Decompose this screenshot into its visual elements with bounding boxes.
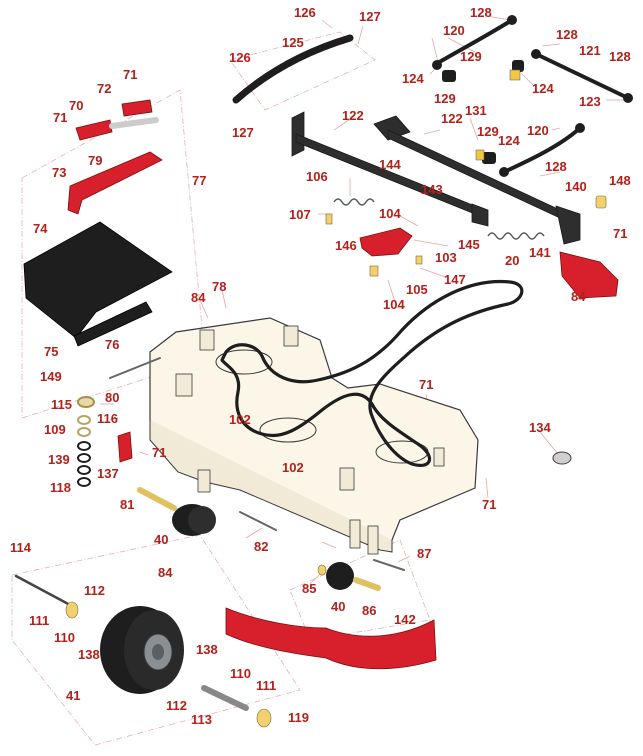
callout-77: 77 bbox=[192, 173, 207, 188]
callout-102: 102 bbox=[282, 460, 304, 475]
callout-104: 104 bbox=[379, 206, 401, 221]
callout-107: 107 bbox=[289, 207, 311, 222]
callout-120: 120 bbox=[527, 123, 549, 138]
callout-127: 127 bbox=[232, 125, 254, 140]
callout-20: 20 bbox=[505, 253, 520, 268]
callout-41: 41 bbox=[66, 688, 81, 703]
callout-87: 87 bbox=[417, 546, 432, 561]
callout-118: 118 bbox=[50, 480, 71, 495]
springs bbox=[333, 198, 545, 240]
callout-144: 144 bbox=[379, 157, 401, 172]
callout-113: 113 bbox=[191, 712, 212, 727]
callout-110: 110 bbox=[54, 630, 75, 645]
callout-143: 143 bbox=[421, 182, 443, 197]
callout-139: 139 bbox=[48, 452, 70, 467]
callout-75: 75 bbox=[44, 344, 59, 359]
callout-40: 40 bbox=[154, 532, 169, 547]
wheels bbox=[100, 451, 572, 694]
callout-146: 146 bbox=[335, 238, 357, 253]
mower-deck-shell bbox=[149, 317, 479, 555]
callout-115: 115 bbox=[51, 397, 72, 412]
callout-149: 149 bbox=[40, 369, 62, 384]
callout-129: 129 bbox=[460, 49, 482, 64]
callout-122: 122 bbox=[342, 108, 364, 123]
callout-138: 138 bbox=[78, 647, 100, 662]
linkage-arms bbox=[232, 15, 633, 177]
callout-114: 114 bbox=[10, 540, 31, 555]
small-hardware bbox=[65, 195, 607, 728]
callout-111: 111 bbox=[256, 678, 277, 693]
callout-126: 126 bbox=[294, 5, 316, 20]
callout-71: 71 bbox=[53, 110, 68, 125]
callout-121: 121 bbox=[579, 43, 601, 58]
callout-72: 72 bbox=[97, 81, 112, 96]
black-shields bbox=[23, 221, 173, 347]
callout-128: 128 bbox=[609, 49, 631, 64]
callout-119: 119 bbox=[288, 710, 309, 725]
callout-124: 124 bbox=[498, 133, 520, 148]
callout-84: 84 bbox=[191, 290, 206, 305]
callout-102: 102 bbox=[229, 412, 251, 427]
callout-124: 124 bbox=[532, 81, 554, 96]
callout-111: 111 bbox=[29, 613, 50, 628]
callout-145: 145 bbox=[458, 237, 480, 252]
callout-125: 125 bbox=[282, 35, 304, 50]
callout-79: 79 bbox=[88, 153, 103, 168]
callout-128: 128 bbox=[556, 27, 578, 42]
callout-70: 70 bbox=[69, 98, 84, 113]
callout-76: 76 bbox=[105, 337, 120, 352]
callout-127: 127 bbox=[359, 9, 381, 24]
callout-148: 148 bbox=[609, 173, 631, 188]
callout-134: 134 bbox=[529, 420, 551, 435]
callout-128: 128 bbox=[545, 159, 567, 174]
callout-137: 137 bbox=[97, 466, 119, 481]
shafts bbox=[14, 117, 405, 711]
callout-84: 84 bbox=[158, 565, 173, 580]
callout-73: 73 bbox=[52, 165, 67, 180]
callout-124: 124 bbox=[402, 71, 424, 86]
callout-106: 106 bbox=[306, 169, 328, 184]
callout-80: 80 bbox=[105, 390, 120, 405]
callout-109: 109 bbox=[44, 422, 66, 437]
callout-112: 112 bbox=[166, 698, 187, 713]
callout-129: 129 bbox=[434, 91, 456, 106]
callout-103: 103 bbox=[435, 250, 457, 265]
callout-82: 82 bbox=[254, 539, 269, 554]
callout-105: 105 bbox=[406, 282, 428, 297]
callout-116: 116 bbox=[97, 411, 118, 426]
callout-112: 112 bbox=[84, 583, 105, 598]
callout-86: 86 bbox=[362, 603, 377, 618]
callout-142: 142 bbox=[394, 612, 416, 627]
callout-81: 81 bbox=[120, 497, 135, 512]
callout-78: 78 bbox=[212, 279, 227, 294]
washer-stack bbox=[77, 396, 95, 487]
callout-71: 71 bbox=[419, 377, 434, 392]
deck-hanger-frame bbox=[291, 111, 581, 245]
callout-129: 129 bbox=[477, 124, 499, 139]
callout-84: 84 bbox=[571, 289, 586, 304]
callout-85: 85 bbox=[302, 581, 317, 596]
callout-147: 147 bbox=[444, 272, 466, 287]
drive-belt bbox=[220, 279, 524, 467]
callout-71: 71 bbox=[613, 226, 628, 241]
callout-122: 122 bbox=[441, 111, 463, 126]
callout-71: 71 bbox=[123, 67, 138, 82]
callout-141: 141 bbox=[529, 245, 551, 260]
callout-104: 104 bbox=[383, 297, 405, 312]
callout-126: 126 bbox=[229, 50, 251, 65]
callout-40: 40 bbox=[331, 599, 346, 614]
callout-140: 140 bbox=[565, 179, 587, 194]
callout-128: 128 bbox=[470, 5, 492, 20]
callout-131: 131 bbox=[465, 103, 487, 118]
callout-71: 71 bbox=[482, 497, 497, 512]
callout-120: 120 bbox=[443, 23, 465, 38]
callout-71: 71 bbox=[152, 445, 167, 460]
callout-123: 123 bbox=[579, 94, 601, 109]
red-parts bbox=[67, 99, 619, 670]
callout-74: 74 bbox=[33, 221, 48, 236]
callout-138: 138 bbox=[196, 642, 218, 657]
callout-110: 110 bbox=[230, 666, 251, 681]
